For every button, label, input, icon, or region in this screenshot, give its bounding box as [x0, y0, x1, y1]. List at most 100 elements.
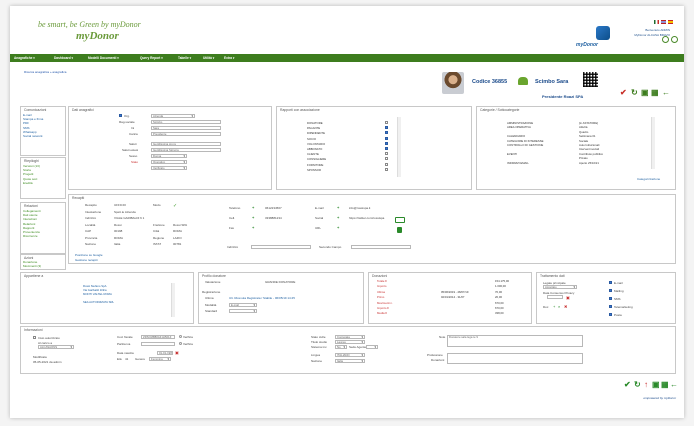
flag-es-icon[interactable] — [668, 20, 673, 24]
rapporto-checkbox[interactable] — [385, 162, 388, 166]
grid-icon[interactable]: ▦ — [651, 88, 659, 97]
logo[interactable]: myDonor — [76, 30, 119, 42]
add-contact-icon[interactable]: + — [252, 215, 255, 220]
up-arrow-icon[interactable]: ↑ — [644, 380, 648, 389]
grid-icon[interactable]: ▦ — [661, 380, 669, 389]
saluti-input[interactable]: Gentilissima sig.ra — [151, 142, 221, 146]
rapporti-scrollbar[interactable] — [397, 117, 401, 177]
carico-select[interactable]: ALCASAONS — [38, 345, 74, 349]
rapporto-checkbox[interactable] — [385, 167, 388, 171]
save-icon[interactable]: ✔ — [624, 380, 631, 389]
add-contact-icon[interactable]: + — [252, 225, 255, 230]
sidebar-link[interactable]: Ricorrenze — [23, 234, 38, 239]
genere-select[interactable]: Femmina — [149, 357, 171, 361]
back-arrow-icon[interactable]: ← — [662, 88, 670, 97]
add-contact-icon[interactable]: + — [337, 225, 340, 230]
sidebar-link[interactable]: Progetti — [23, 172, 34, 177]
sidebar-link[interactable]: Provenienza — [23, 230, 40, 235]
sistema-select[interactable]: No — [335, 345, 347, 349]
sidebar-link[interactable]: Movimenti (3) — [23, 264, 42, 269]
stato-select[interactable]: Operativo — [151, 160, 187, 164]
add-icon[interactable]: + — [553, 304, 556, 309]
sidebar-link[interactable]: Social network — [23, 134, 43, 139]
privacy-checkbox[interactable] — [609, 289, 612, 292]
calendar-icon[interactable]: ▣ — [566, 295, 570, 300]
sidebar-link[interactable]: Donazione — [23, 260, 38, 264]
ragione-sociale-input[interactable]: Scimbo — [151, 120, 221, 124]
professione-textarea[interactable] — [447, 353, 583, 364]
ultima-value[interactable]: Ult. Ricevuta Registrata / Stabile - 06/… — [229, 296, 295, 300]
calendar-icon[interactable]: ▣ — [652, 380, 660, 389]
verifica-select[interactable]: Verificato — [151, 166, 187, 170]
invio-checkbox[interactable] — [33, 336, 36, 339]
rapporto-checkbox[interactable] — [385, 126, 388, 130]
nazione-select[interactable]: Italia — [335, 359, 365, 363]
menu-tabelle[interactable]: Tabelle ▾ — [178, 56, 192, 60]
verifica-radio[interactable] — [179, 335, 182, 338]
refresh-icon[interactable]: ↻ — [631, 88, 638, 97]
rapporto-checkbox[interactable] — [385, 157, 388, 161]
rapporto-checkbox[interactable] — [385, 152, 388, 156]
help-icon[interactable] — [662, 36, 669, 43]
menu-utilita[interactable]: Utilità ▾ — [203, 56, 215, 60]
consenso-date-input[interactable] — [547, 295, 563, 299]
sidebar-link[interactable]: Dati utente — [23, 213, 38, 218]
sidebar-link[interactable]: Whatsapp — [23, 129, 37, 134]
list-item[interactable]: Rossi Stefano SpA — [83, 284, 107, 288]
url-icon[interactable] — [397, 227, 402, 233]
carica-input[interactable]: Presidente — [151, 132, 221, 136]
gestione-recapiti-link[interactable]: Gestione recapiti — [75, 258, 98, 262]
back-arrow-icon[interactable]: ← — [670, 380, 678, 389]
rapporto-checkbox[interactable] — [385, 147, 388, 150]
rapporto-checkbox[interactable] — [385, 121, 388, 124]
rapporto-checkbox[interactable] — [385, 131, 388, 135]
list-item[interactable]: SEA AUTORIZZATA SRL — [83, 300, 115, 304]
saluti-estesi-input[interactable]: Gentilissima Signora — [151, 148, 221, 152]
nome-input[interactable]: Sara — [151, 126, 221, 130]
standard-select[interactable] — [229, 309, 257, 313]
rapporto-checkbox[interactable] — [385, 141, 388, 145]
sidebar-link[interactable]: Stampa e firma — [23, 117, 44, 122]
menu-query-report[interactable]: Query Report ▾ — [140, 56, 163, 60]
rapporto-checkbox[interactable] — [385, 136, 388, 140]
note-textarea[interactable]: Donatore sala lega te 9 — [447, 335, 583, 347]
secondo-campo-input[interactable] — [351, 245, 411, 249]
sidebar-link[interactable]: E-mail — [23, 113, 32, 117]
appartiene-scrollbar[interactable] — [171, 283, 175, 317]
menu-extra[interactable]: Extra ▾ — [224, 56, 235, 60]
checkmark-icon[interactable]: ✔ — [620, 88, 627, 97]
sidebar-link[interactable]: PDF — [23, 121, 29, 126]
sidebar-link[interactable]: Interazioni — [23, 217, 37, 222]
org-checkbox[interactable] — [119, 114, 122, 117]
menu-dashboard[interactable]: Dashboard ▾ — [54, 56, 74, 60]
privacy-checkbox[interactable] — [609, 305, 612, 308]
cf-input[interactable]: ZRSCMB80A41H501Z — [141, 335, 175, 339]
sidebar-link[interactable]: Versioni (13) — [23, 164, 40, 168]
add-contact-icon[interactable]: + — [337, 205, 340, 210]
add-contact-icon[interactable]: + — [337, 215, 340, 220]
sidebar-link[interactable]: Quote soci — [23, 176, 38, 181]
org-select[interactable]: Azienda — [151, 114, 195, 118]
lingua-select[interactable]: ITALIANO — [335, 353, 365, 357]
delete-icon[interactable]: ✖ — [564, 304, 568, 309]
breadcrumb[interactable]: Ricerca anagrafica » anagrafica — [24, 70, 67, 74]
legale-select[interactable]: Accettato — [543, 285, 577, 289]
flag-it-icon[interactable] — [654, 20, 659, 24]
add-contact-icon[interactable]: + — [252, 205, 255, 210]
categorie-scrollbar[interactable] — [651, 117, 655, 169]
social-icon[interactable] — [395, 217, 405, 223]
modalita-select[interactable]: E-mail — [229, 303, 257, 307]
titolo-select[interactable]: Laurea — [335, 340, 365, 344]
verifica-piva-radio[interactable] — [179, 342, 182, 345]
menu-anagrafiche[interactable]: Anagrafiche ▾ — [14, 56, 35, 60]
google-position-link[interactable]: Posizione su Google — [75, 253, 103, 257]
list-item[interactable]: MONTI VALTEL ROMA — [83, 292, 112, 296]
indirizzo-input[interactable] — [251, 245, 311, 249]
categorizzazione-link[interactable]: Categorizzazione — [637, 177, 661, 181]
search-icon[interactable]: ⌕ — [558, 304, 561, 309]
sidebar-link[interactable]: SMS — [23, 125, 30, 130]
nascita-input[interactable]: 01-01-1980 — [157, 351, 173, 355]
sidebar-link[interactable]: Storia — [23, 168, 31, 173]
sidebar-link[interactable]: Relazioni — [23, 221, 36, 226]
calendar-icon[interactable]: ▣ — [641, 88, 649, 97]
